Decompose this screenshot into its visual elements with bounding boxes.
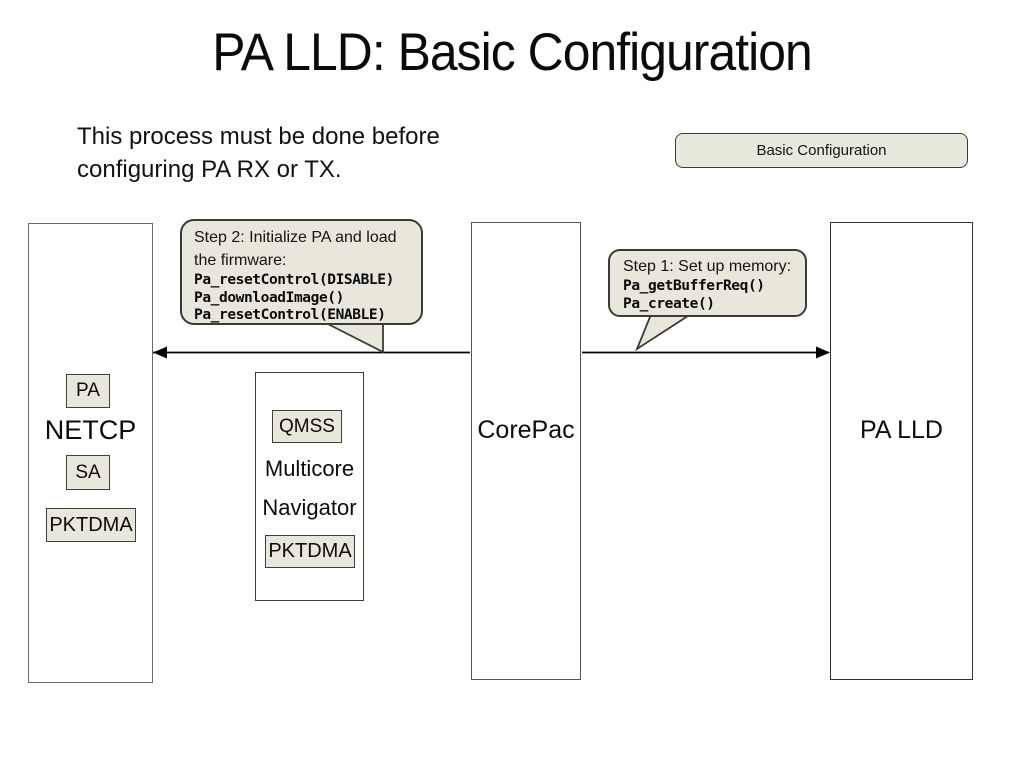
callout-step1-code-line2: Pa_create() bbox=[623, 295, 715, 312]
chip-sa-label: SA bbox=[75, 461, 101, 483]
column-netcp-label: NETCP bbox=[44, 415, 137, 445]
page-title: PA LLD: Basic Configuration bbox=[212, 23, 813, 82]
arrowhead-left-icon bbox=[153, 346, 167, 359]
chip-qmss: QMSS bbox=[272, 410, 342, 443]
chip-pktdma-netcp-label: PKTDMA bbox=[49, 513, 133, 536]
chip-pktdma-navigator-label: PKTDMA bbox=[268, 540, 352, 562]
column-corepac-label: CorePac bbox=[477, 416, 575, 444]
callout-step1-text-line1: Step 1: Set up memory: bbox=[623, 258, 792, 275]
chip-sa: SA bbox=[66, 455, 110, 490]
column-pa-lld-label: PA LLD bbox=[860, 416, 943, 444]
chip-pktdma-netcp: PKTDMA bbox=[46, 508, 136, 542]
callout-step1-tail bbox=[635, 311, 698, 352]
note-text: This process must be done before configu… bbox=[77, 123, 440, 183]
message-arrow-right bbox=[582, 346, 830, 359]
column-corepac: CorePac bbox=[471, 222, 581, 680]
message-arrow-left bbox=[153, 346, 470, 359]
basic-configuration-badge: Basic Configuration bbox=[675, 133, 968, 168]
column-pa-lld: PA LLD bbox=[830, 222, 973, 680]
column-netcp: PA NETCP SA PKTDMA bbox=[28, 223, 153, 683]
chip-pktdma-navigator: PKTDMA bbox=[265, 535, 355, 568]
chip-qmss-label: QMSS bbox=[279, 415, 335, 437]
callout-step2-text-line2: the firmware: bbox=[194, 252, 287, 269]
column-multicore-navigator: QMSS Multicore Navigator PKTDMA bbox=[255, 372, 364, 601]
chip-pa: PA bbox=[66, 374, 110, 408]
callout-step2-text-line1: Step 2: Initialize PA and load bbox=[194, 229, 397, 246]
callout-step1-code-line1: Pa_getBufferReq() bbox=[623, 278, 765, 294]
callout-step2-code-line2: Pa_downloadImage() bbox=[194, 289, 344, 306]
callout-step2-code-line3: Pa_resetControl(ENABLE) bbox=[194, 307, 386, 323]
callout-step1: Step 1: Set up memory: Pa_getBufferReq()… bbox=[608, 249, 807, 317]
callout-step2-code-line1: Pa_resetControl(DISABLE) bbox=[194, 272, 394, 288]
arrowhead-right-icon bbox=[816, 346, 830, 359]
column-navigator-label-bottom: Navigator bbox=[262, 495, 357, 520]
basic-configuration-badge-label: Basic Configuration bbox=[756, 142, 887, 159]
callout-step2: Step 2: Initialize PA and load the firmw… bbox=[180, 219, 423, 325]
column-navigator-label-top: Multicore bbox=[264, 456, 355, 481]
chip-pa-label: PA bbox=[76, 380, 100, 401]
